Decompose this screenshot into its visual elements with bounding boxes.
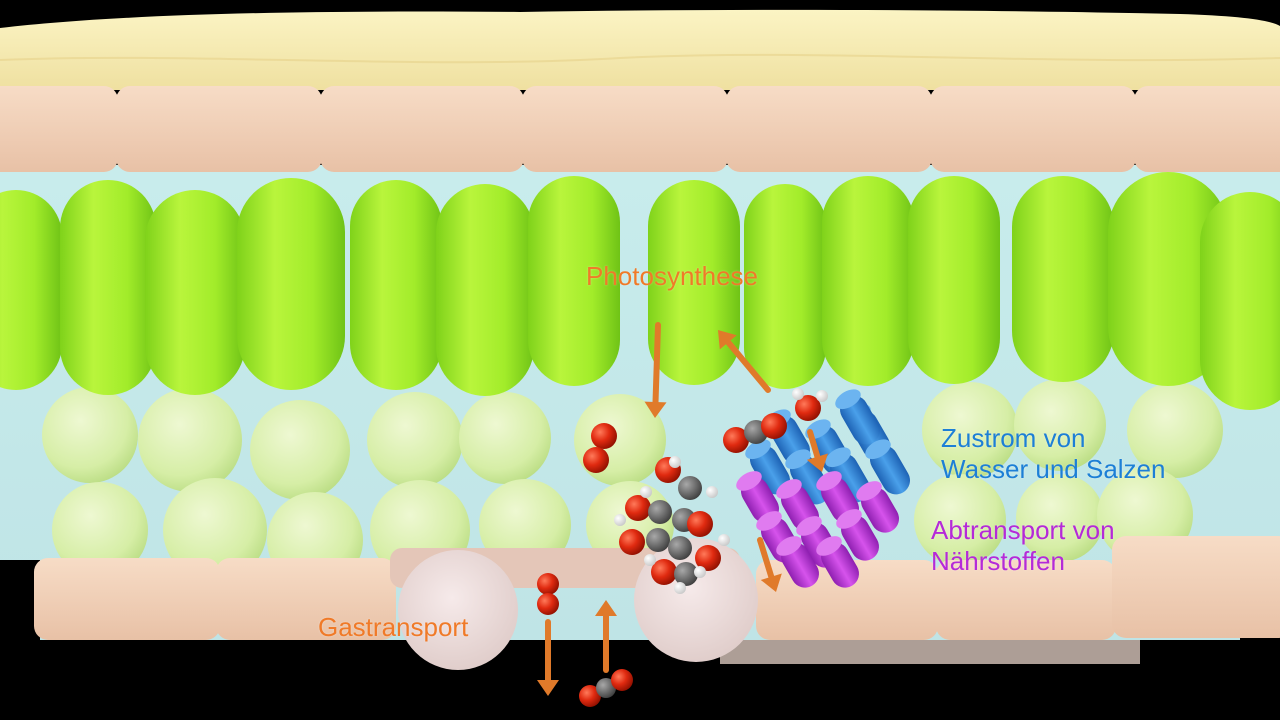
phloem-tube: [816, 536, 859, 588]
arrow-oxygen-out: [718, 330, 771, 393]
hydrogen-atom: [614, 514, 626, 526]
oxygen-atom: [625, 495, 651, 521]
label-abtransport-line1: Abtransport von: [931, 515, 1115, 545]
hydrogen-atom: [816, 390, 828, 402]
arrow-nutrients-out: [757, 537, 782, 592]
oxygen-atom: [537, 573, 559, 595]
oxygen-atom: [583, 447, 609, 473]
arrow-gas-out: [537, 619, 559, 696]
label-photosynthese: Photosynthese: [586, 261, 759, 291]
carbon-atom: [674, 562, 698, 586]
oxygen-atom: [651, 559, 677, 585]
xylem-tube: [745, 439, 790, 495]
arrow-gas-in: [595, 600, 617, 673]
arrow-light-in: [644, 322, 667, 418]
hydrogen-atom: [644, 554, 656, 566]
carbon-atom: [668, 536, 692, 560]
oxygen-atom: [687, 511, 713, 537]
oxygen-atom: [695, 545, 721, 571]
oxygen-atom: [591, 423, 617, 449]
label-gastransport: Gastransport: [318, 612, 469, 642]
oxygen-atom: [611, 669, 633, 691]
xylem-tube: [785, 449, 830, 505]
upper-epidermis: [0, 86, 1280, 172]
oxygen-atom: [619, 529, 645, 555]
oxygen-atom: [795, 395, 821, 421]
phloem-tube: [736, 471, 779, 523]
carbon-atom: [646, 528, 670, 552]
phloem-tube: [776, 536, 819, 588]
oxygen-atom: [761, 413, 787, 439]
phloem-tube: [836, 509, 879, 561]
hydrogen-atom: [640, 486, 652, 498]
lower-epidermis: [34, 536, 1280, 664]
label-zustrom-line1: Zustrom von: [941, 423, 1086, 453]
hydrogen-atom: [792, 388, 804, 400]
label-zustrom-line2: Wasser und Salzen: [941, 454, 1166, 484]
label-abtransport-line2: Nährstoffen: [931, 546, 1065, 576]
carbon-atom: [678, 476, 702, 500]
cuticle-layer: [0, 9, 1280, 91]
transport-arrows: [537, 322, 828, 696]
hydrogen-atom: [669, 456, 681, 468]
xylem-tube: [865, 439, 910, 495]
carbon-atom: [648, 500, 672, 524]
hydrogen-atom: [674, 582, 686, 594]
xylem-vessel-bundle: [745, 389, 910, 505]
hydrogen-atom: [706, 486, 718, 498]
carbon-atom: [596, 678, 616, 698]
oxygen-atom: [579, 685, 601, 707]
phloem-tube: [856, 481, 899, 533]
oxygen-atom: [537, 593, 559, 615]
molecules: [537, 388, 828, 707]
hydrogen-atom: [718, 534, 730, 546]
oxygen-atom: [723, 427, 749, 453]
phloem-sieve-tube-bundle: [736, 471, 899, 588]
label-zustrom: Zustrom von Wasser und Salzen: [941, 423, 1165, 485]
palisade-mesophyll: [0, 172, 1280, 410]
hydrogen-atom: [694, 566, 706, 578]
label-abtransport: Abtransport von Nährstoffen: [931, 515, 1115, 577]
arrow-water-in: [806, 429, 828, 472]
xylem-tube: [835, 389, 880, 445]
